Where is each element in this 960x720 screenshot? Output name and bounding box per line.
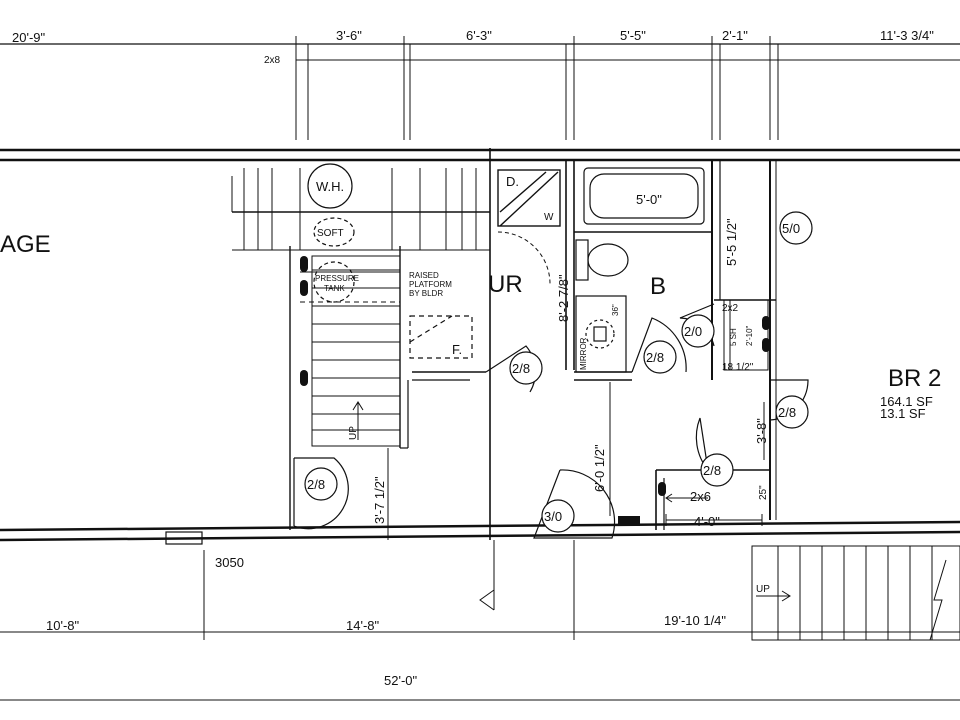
platform-label-2: PLATFORM: [409, 280, 452, 289]
exterior-walls: 3050: [0, 148, 960, 570]
closet-2x2: 2x2: [722, 303, 739, 314]
exterior-stair: [751, 545, 960, 641]
stud-2x6: 2x6: [690, 489, 711, 504]
hall-dim-line: [609, 382, 765, 516]
garage-framing: [232, 168, 490, 303]
bedroom-area-1: 164.1 SF: [880, 394, 933, 409]
hose-bibs: [300, 256, 770, 526]
dim-closet-depth: 5'-5 1/2": [724, 218, 739, 266]
bottom-dimension-string: [0, 540, 960, 701]
dim-stair: 3'-7 1/2": [372, 476, 387, 524]
dim-top-4: 5'-5": [620, 28, 646, 43]
pressure-tank-label-1: PRESSURE: [315, 274, 359, 283]
lumber-2x8: 2x8: [264, 55, 281, 66]
closet-18: 18 1/2": [722, 362, 754, 373]
water-heater-label: W.H.: [316, 179, 344, 194]
door-tag-6: 2/8: [703, 463, 721, 478]
room-bath: B: [650, 273, 666, 300]
door-tag-7: 3/0: [544, 509, 562, 524]
shower-label: 5 SH: [729, 328, 738, 346]
dim-hall-6: 6'-0 1/2": [592, 444, 607, 492]
dim-bottom-3: 19'-10 1/4": [664, 613, 726, 628]
door-tag-5: 2/8: [778, 405, 796, 420]
furnace: [409, 315, 473, 359]
platform-label-1: RAISED: [409, 271, 439, 280]
stair-up-label-2: UP: [756, 584, 770, 595]
room-garage: AGE: [0, 231, 51, 258]
door-tag-8: 5/0: [782, 221, 800, 236]
dim-top-2: 3'-6": [336, 28, 362, 43]
closet-shelf: [723, 299, 769, 371]
window-label: 3050: [215, 555, 244, 570]
mirror-label: MIRROR: [579, 337, 588, 370]
door-tag-3: 2/8: [646, 350, 664, 365]
closet-4: 4'-0": [694, 514, 720, 529]
washer-label: W: [544, 212, 554, 223]
bedroom-area-2: 13.1 SF: [880, 406, 926, 421]
dim-top-3: 6'-3": [466, 28, 492, 43]
tub-dimension: 5'-0": [636, 192, 662, 207]
door-tag-2: 2/8: [512, 361, 530, 376]
dim-overall: 52'-0": [384, 673, 418, 688]
door-tag-1: 2/8: [307, 477, 325, 492]
water-equipment: [307, 163, 355, 303]
garage-stair: [311, 255, 401, 447]
toilet: [575, 239, 629, 281]
furnace-label: F.: [452, 342, 462, 357]
closet-4-dim: [665, 514, 763, 526]
water-heater-circle: [307, 163, 353, 209]
softener-label: SOFT: [317, 228, 344, 239]
dim-top-5: 2'-1": [722, 28, 748, 43]
vanity: [575, 295, 627, 373]
dryer-label: D.: [506, 174, 519, 189]
dim-bottom-2: 14'-8": [346, 618, 380, 633]
closet-25: 25": [758, 485, 769, 500]
dim-hall-38: 3'-8": [754, 418, 769, 444]
pressure-tank-label-2: TANK: [324, 284, 345, 293]
bathtub: [583, 167, 705, 225]
washer-dryer: [497, 169, 561, 285]
dim-bath-depth: 8'-2 7/8": [556, 274, 571, 322]
dim-top-1: 20'-9": [12, 30, 46, 45]
dim-bottom-1: 10'-8": [46, 618, 80, 633]
window-3050: [165, 531, 203, 545]
dim-top-6: 11'-3 3/4": [880, 28, 934, 43]
room-furnace: UR: [488, 271, 523, 298]
room-bedroom: BR 2: [888, 365, 941, 392]
vanity-label: 36": [611, 304, 620, 316]
door-tag-circles: [304, 211, 813, 533]
closet-210: 2'-10": [745, 325, 754, 346]
stair-up-label-1: UP: [348, 426, 359, 440]
platform-label-3: BY BLDR: [409, 289, 443, 298]
door-tag-4: 2/0: [684, 324, 702, 339]
top-dimension-string: 20'-9" 3'-6" 6'-3" 5'-5" 2'-1" 11'-3 3/4…: [0, 28, 960, 140]
